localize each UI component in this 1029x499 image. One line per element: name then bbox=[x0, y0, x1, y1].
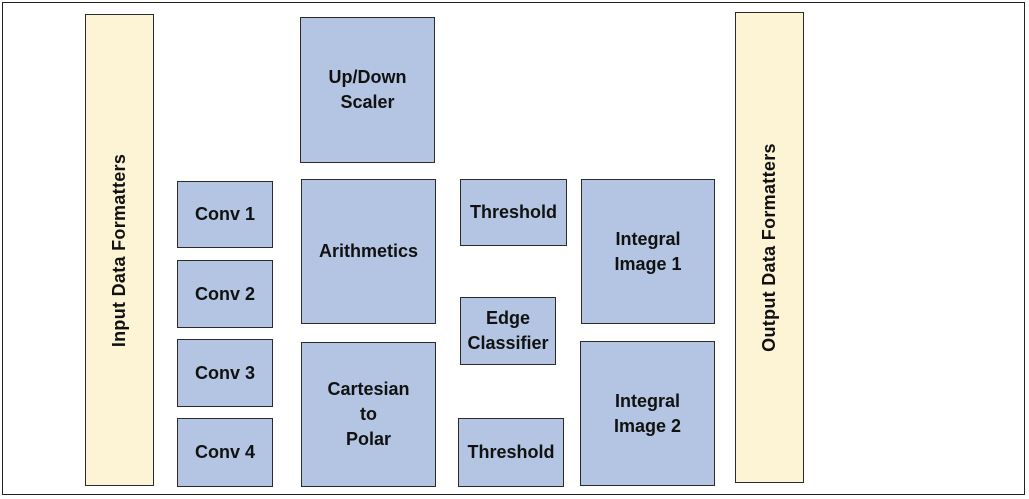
cartesian-to-polar-block: Cartesian to Polar bbox=[301, 342, 436, 487]
conv3-label: Conv 3 bbox=[194, 362, 255, 383]
edge-classifier-label: Edge Classifier bbox=[467, 308, 549, 353]
integral-image-2-label: Integral Image 2 bbox=[613, 390, 682, 436]
arithmetics-block: Arithmetics bbox=[301, 179, 436, 324]
integral-image-1-label: Integral Image 1 bbox=[614, 228, 682, 274]
integral-image-2-block: Integral Image 2 bbox=[580, 341, 715, 486]
conv4-label: Conv 4 bbox=[194, 442, 255, 462]
threshold-bottom-block: Threshold bbox=[458, 418, 564, 487]
arithmetics-label: Arithmetics bbox=[318, 241, 419, 261]
input-data-formatters-block: Input Data Formatters bbox=[85, 14, 154, 486]
conv2-label: Conv 2 bbox=[194, 283, 255, 304]
conv1-label: Conv 1 bbox=[194, 204, 255, 224]
integral-image-1-block: Integral Image 1 bbox=[581, 179, 715, 324]
conv4-block: Conv 4 bbox=[177, 418, 273, 487]
up-down-scaler-block: Up/Down Scaler bbox=[300, 17, 435, 163]
edge-classifier-block: Edge Classifier bbox=[460, 297, 556, 365]
conv2-block: Conv 2 bbox=[177, 260, 273, 328]
conv3-block: Conv 3 bbox=[177, 339, 273, 407]
threshold-top-block: Threshold bbox=[460, 179, 567, 246]
output-data-formatters-label: Output Data Formatters bbox=[759, 143, 779, 352]
threshold-top-label: Threshold bbox=[469, 202, 557, 222]
conv1-block: Conv 1 bbox=[177, 181, 273, 248]
cartesian-to-polar-label: Cartesian to Polar bbox=[327, 379, 410, 449]
input-data-formatters-label: Input Data Formatters bbox=[109, 153, 130, 347]
output-data-formatters-block: Output Data Formatters bbox=[735, 12, 804, 483]
threshold-bottom-label: Threshold bbox=[467, 442, 555, 462]
up-down-scaler-label: Up/Down Scaler bbox=[328, 67, 407, 112]
